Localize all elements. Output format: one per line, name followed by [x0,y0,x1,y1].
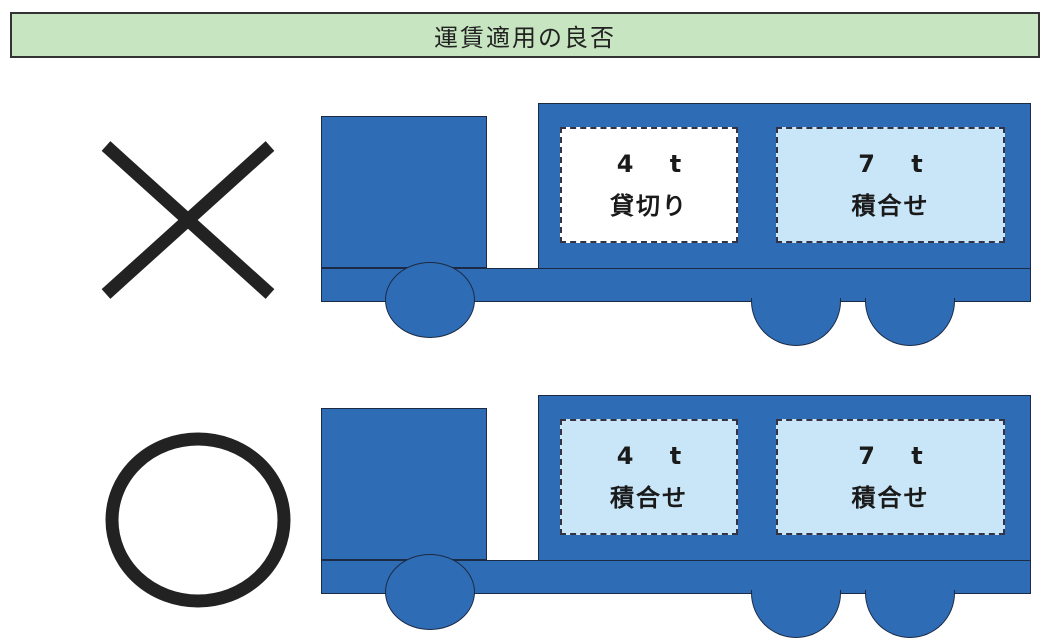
diagram-title: 運賃適用の良否 [434,23,616,52]
cross-mark-icon [101,141,275,299]
compartment-weight: 4 t [616,150,696,178]
truck-not-allowed: 4 t 貸切り 7 t 積合せ [321,100,1031,350]
front-wheel [385,554,475,630]
truck-cab [321,408,487,560]
compartment-7t-consolidated: 7 t 積合せ [776,419,1005,535]
title-bar: 運賃適用の良否 [10,12,1040,58]
rear-wheel [751,298,841,346]
compartment-weight: 4 t [616,442,696,470]
truck-allowed: 4 t 積合せ 7 t 積合せ [321,392,1031,642]
compartment-weight: 7 t [858,150,937,178]
compartment-type: 積合せ [851,192,930,220]
compartment-type: 積合せ [610,484,688,512]
compartment-7t-consolidated: 7 t 積合せ [776,127,1005,243]
compartment-type: 積合せ [851,484,930,512]
circle-mark-icon [105,432,291,608]
compartment-4t-consolidated: 4 t 積合せ [560,419,738,535]
rear-wheel [865,298,955,346]
front-wheel [385,262,475,338]
compartment-type: 貸切り [610,192,688,220]
compartment-4t-charter: 4 t 貸切り [560,127,738,243]
rear-wheel [751,590,841,638]
compartment-weight: 7 t [858,442,937,470]
rear-wheel [865,590,955,638]
truck-cab [321,116,487,268]
